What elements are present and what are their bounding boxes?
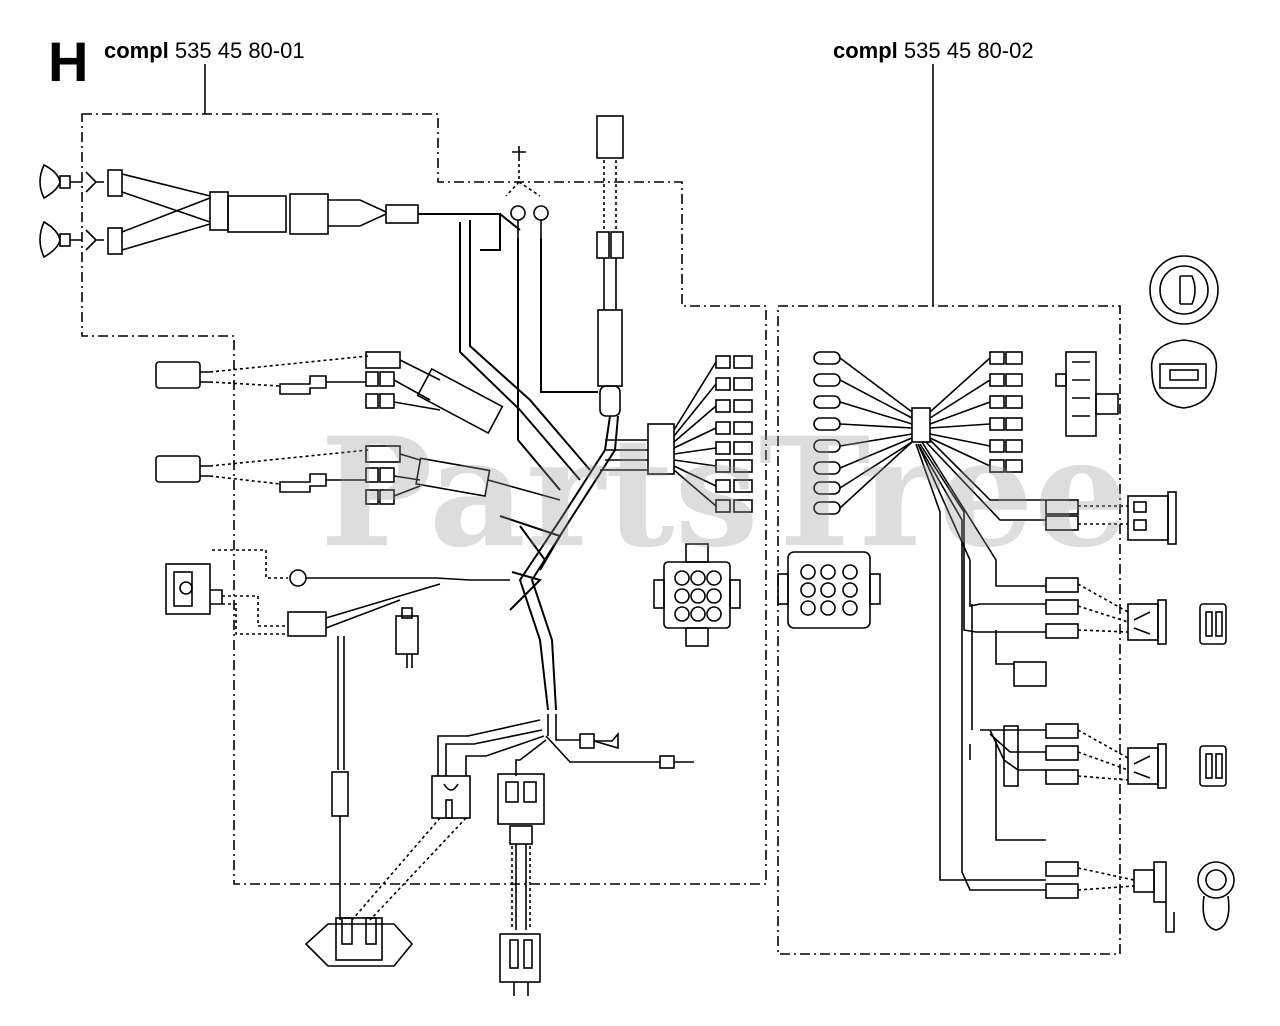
- assembly-part-number-right: 535 45 80-02: [903, 38, 1034, 63]
- accessory-socket: [1133, 861, 1235, 933]
- nine-pin-connector-right: [777, 551, 881, 629]
- headlight-upper: [39, 163, 123, 200]
- switch-connector-housing: [1055, 351, 1119, 437]
- bottom-plug-left: [351, 775, 471, 921]
- fuse-holder: [395, 607, 419, 668]
- rocker-switch-upper: [1127, 599, 1227, 645]
- dash-harness-terminals: [813, 351, 1023, 515]
- dash-harness-connectors: [1003, 499, 1079, 899]
- dash-harness-splice: [839, 357, 991, 509]
- lower-harness: [331, 636, 694, 920]
- power-socket: [1127, 491, 1177, 545]
- assembly-prefix-right: compl: [833, 38, 898, 63]
- key-switch: [1149, 255, 1219, 409]
- assembly-label-right: compl 535 45 80-02: [833, 40, 1034, 62]
- top-plug-connector: [596, 115, 624, 417]
- bottom-plug-right: [499, 933, 541, 996]
- nine-pin-connector-left: [653, 543, 741, 647]
- assembly-boundary-left: [81, 113, 767, 885]
- dash-harness-wires: [915, 439, 1046, 891]
- right-branch-terminals: [715, 355, 753, 513]
- rocker-switch-lower: [1127, 743, 1227, 789]
- ground-terminals: [505, 146, 549, 238]
- headlight-lower: [39, 220, 123, 259]
- right-branch-block: [600, 361, 717, 507]
- headlight-harness: [121, 173, 419, 251]
- dash-component-links: [1077, 505, 1135, 891]
- section-letter: H: [48, 30, 89, 93]
- assembly-prefix-left: compl: [104, 38, 169, 63]
- voltage-regulator: [304, 917, 414, 967]
- micro-switch-upper: [155, 351, 504, 435]
- main-harness-trunk: [418, 213, 619, 711]
- assembly-part-number-left: 535 45 80-01: [174, 38, 305, 63]
- bottom-socket: [497, 773, 545, 930]
- assembly-label-left: compl 535 45 80-01: [104, 40, 305, 62]
- ignition-switch-left: [165, 549, 510, 637]
- micro-switch-lower: [155, 445, 561, 505]
- assembly-boundary-right: [777, 305, 1121, 955]
